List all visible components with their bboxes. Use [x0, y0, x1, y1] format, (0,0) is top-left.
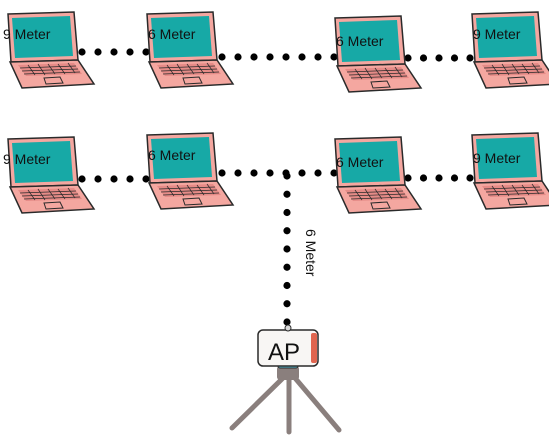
connection-dot [218, 53, 226, 61]
connection-dot [404, 174, 412, 182]
connection-dot [314, 169, 322, 177]
connection-dot [94, 48, 102, 56]
connection-dot [266, 169, 274, 177]
laptop-row1-1: 9 Meter [3, 11, 95, 89]
connection-dot [419, 54, 428, 62]
connection-dot [142, 48, 150, 56]
laptop-row2-4: 9 Meter [471, 132, 549, 210]
uplink-dot [283, 190, 291, 198]
connection-dot [110, 175, 118, 183]
ap-label: AP [268, 339, 300, 366]
connection-dot [466, 174, 474, 182]
uplink-dot [283, 245, 291, 253]
access-point: AP [229, 324, 342, 435]
connection-dot [78, 48, 86, 56]
connection-dot [142, 175, 150, 183]
connection-dot [419, 174, 428, 182]
laptop-label: 6 Meter [148, 26, 196, 42]
connection-dot [330, 53, 338, 61]
connection-dot [110, 48, 118, 56]
connection-dot [435, 54, 443, 62]
connection-dot [94, 175, 102, 183]
uplink-dot [283, 208, 291, 217]
connection-dot [298, 169, 306, 177]
connection-dot [314, 53, 322, 61]
laptop-label: 9 Meter [473, 26, 521, 42]
ap-device: AP [257, 324, 319, 367]
laptop-row1-2: 6 Meter [146, 11, 234, 89]
laptop-row1-4: 9 Meter [471, 11, 549, 89]
laptop-row1-3: 6 Meter [334, 15, 422, 93]
connection-dot [126, 48, 134, 56]
connection-dot [250, 53, 258, 61]
connection-dot [435, 174, 443, 182]
connection-dot [266, 53, 274, 61]
laptop-label: 6 Meter [336, 154, 384, 170]
connection-dot [234, 169, 242, 177]
connection-dot [466, 54, 474, 62]
connection-dot [298, 53, 306, 61]
connection-dot [282, 53, 290, 61]
laptop-label: 9 Meter [3, 151, 51, 167]
laptop-label: 6 Meter [336, 33, 384, 49]
uplink-dot [283, 172, 291, 180]
uplink-dot [283, 263, 291, 271]
laptop-label: 6 Meter [148, 147, 196, 163]
laptop-row2-3: 6 Meter [334, 136, 422, 214]
connection-dot [404, 54, 412, 62]
uplink-dot [283, 300, 291, 308]
connection-dot [330, 169, 338, 177]
laptop-row2-1: 9 Meter [3, 136, 95, 214]
connection-dot [78, 175, 86, 183]
connection-dot [250, 169, 258, 177]
laptops: 9 Meter 6 Meter 6 Meter 9 Meter 9 Meter … [3, 11, 549, 214]
connection-dot [126, 175, 134, 183]
connection-dot [450, 54, 459, 62]
laptop-row2-2: 6 Meter [146, 132, 234, 210]
laptop-label: 9 Meter [3, 26, 51, 42]
connection-dot [450, 174, 459, 182]
uplink-dot [283, 318, 291, 326]
connection-dot [234, 53, 242, 61]
connection-dot [218, 169, 226, 177]
uplink-dot [283, 227, 291, 235]
tripod [229, 361, 342, 435]
laptop-label: 9 Meter [473, 150, 521, 166]
uplink-distance-label: 6 Meter [303, 229, 319, 277]
connections [78, 48, 474, 326]
uplink-dot [283, 281, 291, 290]
